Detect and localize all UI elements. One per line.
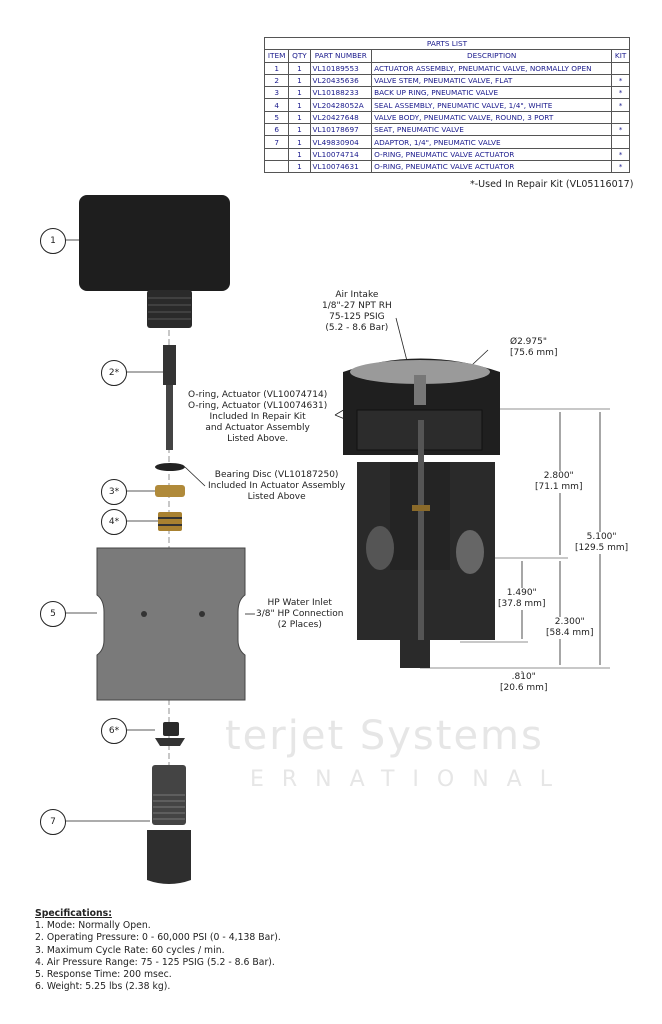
- bearing-disc-label: Bearing Disc (VL10187250)Included In Act…: [208, 470, 346, 502]
- table-cell: [263, 159, 290, 174]
- parts-list-title: PARTS LIST: [264, 36, 630, 51]
- valve-body: [96, 547, 246, 701]
- back-up-ring: [155, 485, 185, 497]
- actuator-nipple: [147, 290, 192, 328]
- callout-2: 2*: [101, 360, 127, 386]
- table-cell: *: [611, 159, 630, 174]
- valve-stem: [163, 345, 176, 385]
- dimension-5100: 5.100"[129.5 mm]: [575, 532, 629, 554]
- table-cell: VL10178697: [309, 123, 373, 137]
- actuator-assembly: [79, 195, 230, 291]
- callout-5: 5: [40, 601, 66, 627]
- specifications-title: Specifications:: [35, 908, 112, 919]
- table-cell: [263, 147, 290, 161]
- table-cell: 6: [263, 123, 290, 137]
- callout-3: 3*: [101, 479, 127, 505]
- column-header: QTY: [288, 49, 311, 63]
- table-cell: *: [611, 147, 630, 161]
- diameter-dimension: Ø2.975"[75.6 mm]: [510, 337, 558, 358]
- column-header: KIT: [611, 49, 630, 63]
- table-cell: O-RING, PNEUMATIC VALVE ACTUATOR: [371, 159, 613, 174]
- spec-item: 3. Maximum Cycle Rate: 60 cycles / min.: [35, 944, 225, 956]
- spec-item: 5. Response Time: 200 msec.: [35, 969, 172, 981]
- table-cell: 1: [288, 135, 311, 149]
- spec-item: 4. Air Pressure Range: 75 - 125 PSIG (5.…: [35, 956, 275, 968]
- dimension-2800: 2.800"[71.1 mm]: [535, 471, 583, 493]
- table-cell: 1: [263, 61, 290, 75]
- table-cell: 1: [288, 73, 311, 88]
- callout-4: 4*: [101, 509, 127, 535]
- column-header: DESCRIPTION: [371, 49, 613, 63]
- repair-kit-note: *-Used In Repair Kit (VL05116017): [470, 179, 634, 190]
- callout-6: 6*: [101, 718, 127, 744]
- watermark-sub: ERNATIONAL: [250, 767, 570, 792]
- spec-item: 6. Weight: 5.25 lbs (2.38 kg).: [35, 981, 171, 993]
- cross-section-view: [343, 358, 500, 668]
- table-cell: 1: [288, 159, 311, 174]
- column-header: PART NUMBER: [309, 49, 373, 63]
- dimension-2300: 2.300"[58.4 mm]: [546, 617, 594, 639]
- watermark: terjet Systems: [225, 713, 544, 759]
- table-cell: ADAPTOR, 1/4", PNEUMATIC VALVE: [371, 135, 613, 149]
- seat: [163, 722, 179, 736]
- table-cell: *: [611, 123, 630, 137]
- table-cell: SEAT, PNEUMATIC VALVE: [371, 123, 613, 137]
- table-cell: 1: [288, 123, 311, 137]
- callout-7: 7: [40, 809, 66, 835]
- table-cell: O-RING, PNEUMATIC VALVE ACTUATOR: [371, 147, 613, 161]
- o-ring-label: O-ring, Actuator (VL10074714)O-ring, Act…: [188, 390, 328, 444]
- dimension-810: .810"[20.6 mm]: [500, 672, 548, 694]
- table-cell: 7: [263, 135, 290, 149]
- spec-item: 2. Operating Pressure: 0 - 60,000 PSI (0…: [35, 932, 281, 944]
- seal-assembly: [158, 512, 182, 531]
- column-header: ITEM: [263, 49, 290, 63]
- table-cell: 1: [288, 147, 311, 161]
- callout-1: 1: [40, 228, 66, 254]
- table-cell: 5: [263, 110, 290, 125]
- bearing-disc: [155, 463, 185, 471]
- dimension-1490: 1.490"[37.8 mm]: [498, 588, 546, 610]
- table-cell: VL10074631: [309, 159, 373, 174]
- specifications: Specifications: 1. Mode: Normally Open.2…: [35, 908, 281, 993]
- spec-item: 1. Mode: Normally Open.: [35, 920, 151, 932]
- table-cell: [611, 135, 630, 149]
